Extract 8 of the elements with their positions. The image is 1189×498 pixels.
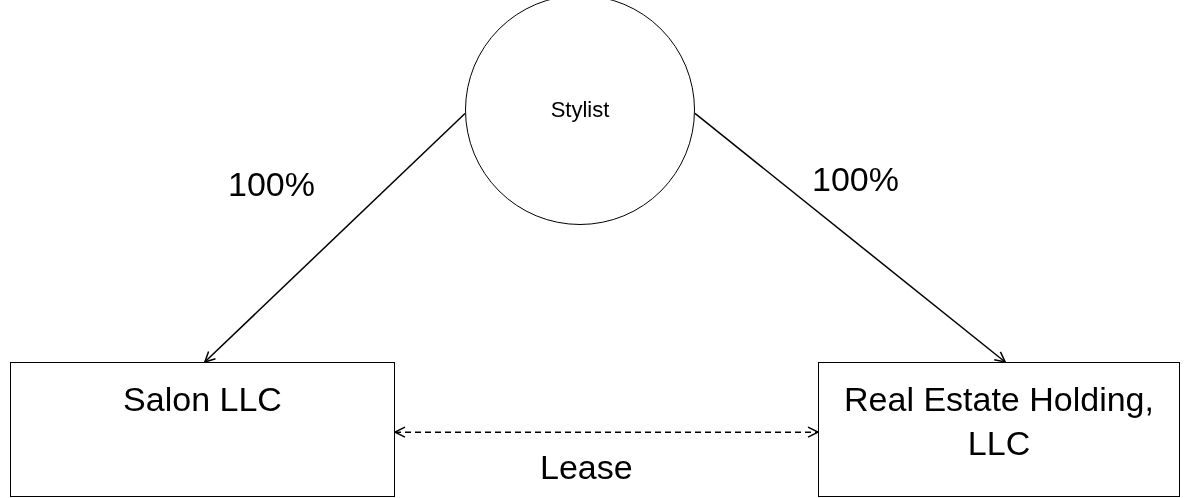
node-label: Real Estate Holding, LLC bbox=[843, 379, 1155, 465]
arrow bbox=[204, 112, 466, 363]
entity-box bbox=[10, 362, 395, 497]
entity-box bbox=[818, 362, 1180, 497]
node-label: Stylist bbox=[550, 95, 610, 124]
arrow bbox=[694, 112, 1006, 363]
node-label: Salon LLC bbox=[123, 379, 282, 420]
arrow bbox=[394, 426, 819, 438]
